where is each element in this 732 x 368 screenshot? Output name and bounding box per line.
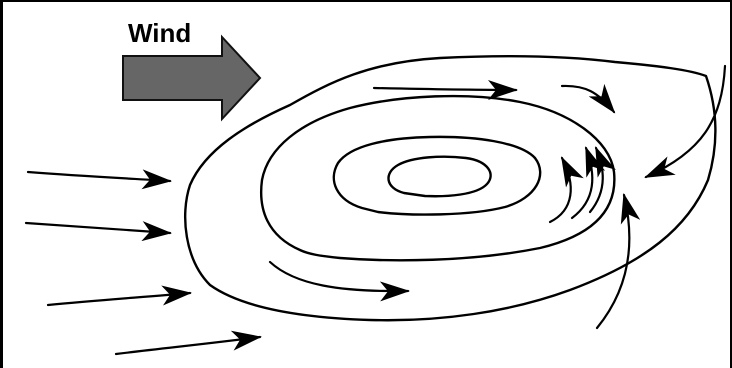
flow-arrow-rise-2 (570, 146, 606, 220)
flow-arrow-left-1 (26, 169, 172, 190)
flow-arrow-left-4 (114, 330, 262, 356)
inner-contour (387, 155, 492, 198)
wind-label: Wind (128, 18, 191, 48)
flow-arrow-top-curved (560, 83, 616, 114)
flow-arrow-right-inflow (644, 64, 727, 179)
second-contour (260, 94, 616, 262)
flow-arrow-left-2 (24, 221, 172, 242)
flow-arrow-lower (268, 260, 410, 302)
wind-block-arrow (122, 34, 262, 122)
third-contour (332, 135, 542, 216)
flow-arrow-rise-1 (548, 156, 584, 224)
flow-arrow-right-bottom (595, 193, 641, 330)
flow-arrow-rise-3 (588, 146, 617, 214)
flow-arrow-top (372, 79, 518, 100)
outer-contour (184, 54, 717, 322)
flow-arrow-left-3 (46, 285, 192, 307)
